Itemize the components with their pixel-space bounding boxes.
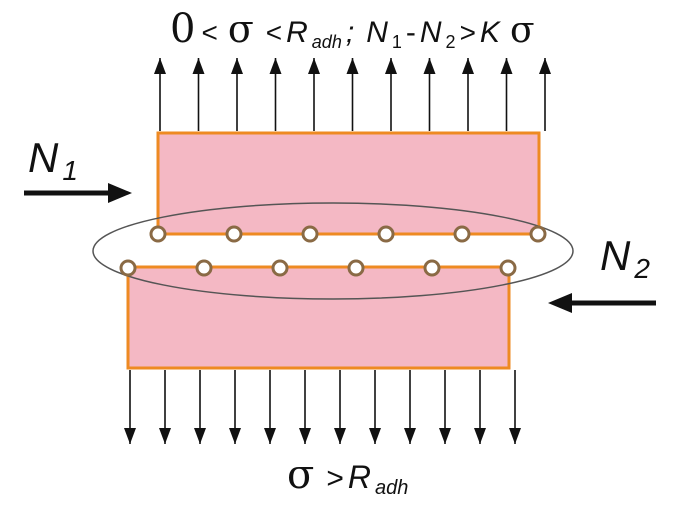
top-tension-arrow-head — [346, 58, 359, 74]
force-n2-arrow — [548, 293, 656, 313]
top-tension-arrow-head — [423, 58, 436, 74]
bond-node — [271, 259, 289, 277]
lower-block — [126, 265, 511, 370]
bottom-tension-arrow-head — [264, 428, 276, 444]
bond-node — [499, 259, 517, 277]
interface-ellipse — [92, 202, 574, 300]
bottom-tension-arrow-head — [439, 428, 451, 444]
top-tension-arrow-head — [269, 58, 282, 74]
top-tension-arrow-head — [462, 58, 474, 74]
top-condition-label: 0 < σ < R adh ; N 1 - N 2 > K σ — [170, 6, 535, 52]
bottom-condition-label: σ > R adh — [287, 452, 408, 499]
bottom-tension-arrow-head — [299, 428, 311, 444]
top-tension-arrow-head — [308, 58, 320, 74]
bottom-tension-arrow-head — [474, 428, 486, 444]
lower-bond-nodes — [119, 259, 517, 277]
top-tension-arrow-head — [385, 58, 397, 74]
top-tension-arrow-head — [192, 58, 205, 74]
bond-node — [347, 259, 365, 277]
force-n1-label: N 1 — [28, 134, 78, 186]
bond-node — [529, 225, 547, 243]
top-tension-arrow-head — [500, 58, 513, 74]
bond-node — [119, 259, 137, 277]
upper-bond-nodes — [149, 225, 547, 243]
bond-node — [377, 225, 395, 243]
bottom-tension-arrow-head — [334, 428, 346, 444]
bottom-tension-arrow-head — [194, 428, 206, 444]
bottom-tension-arrow-head — [124, 428, 136, 444]
bottom-tension-arrow-head — [509, 428, 521, 444]
bond-node — [225, 225, 243, 243]
force-n2-label: N 2 — [600, 232, 650, 284]
bottom-tension-arrow-head — [369, 428, 381, 444]
bottom-tension-arrow-head — [229, 428, 241, 444]
bottom-tension-arrow-head — [404, 428, 416, 444]
bond-node — [423, 259, 441, 277]
bottom-tension-arrow-head — [159, 428, 171, 444]
top-tension-arrows — [154, 58, 551, 131]
top-tension-arrow-head — [539, 58, 551, 74]
bond-node — [149, 225, 167, 243]
bottom-tension-arrows — [124, 370, 521, 444]
bond-node — [301, 225, 319, 243]
top-tension-arrow-head — [231, 58, 243, 74]
upper-block — [156, 131, 541, 236]
bond-node — [195, 259, 213, 277]
force-n1-arrow — [24, 183, 132, 203]
bond-node — [453, 225, 471, 243]
top-tension-arrow-head — [154, 58, 166, 74]
